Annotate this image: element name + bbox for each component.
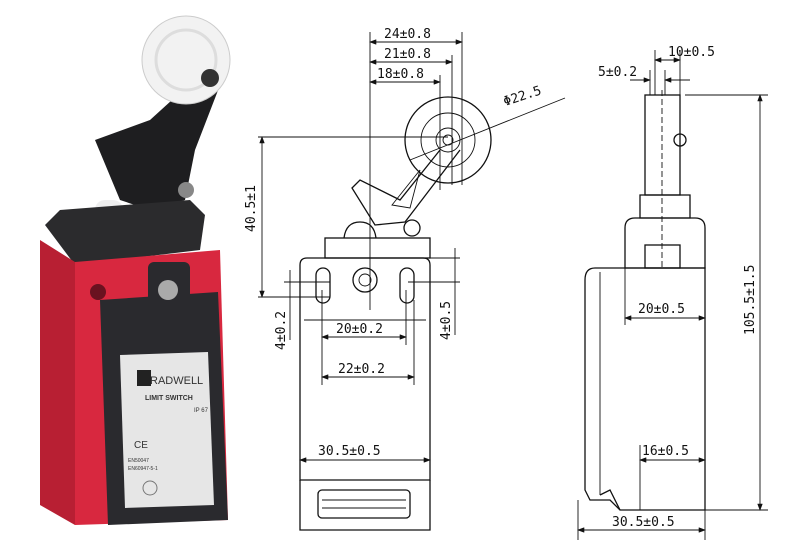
dim-24-label: 24±0.8 xyxy=(384,27,431,42)
dim-21-label: 21±0.8 xyxy=(384,47,431,62)
dim-height-label: 40.5±1 xyxy=(244,185,259,232)
brand-text: RADWELL xyxy=(150,375,203,387)
lever-outline xyxy=(351,149,461,226)
dim-18-label: 18±0.8 xyxy=(377,67,424,82)
front-view-drawing: 24±0.8 21±0.8 18±0.8 Φ22.5 40.5±1 4±0.2 … xyxy=(244,27,566,531)
lever-side xyxy=(644,94,681,196)
dim-holes-20-label: 20±0.2 xyxy=(336,322,383,337)
dim-width-label: 30.5±0.5 xyxy=(318,444,381,459)
head-cap xyxy=(45,200,205,265)
dim-10-label: 10±0.5 xyxy=(668,45,715,60)
dim-slot-left-label: 4±0.2 xyxy=(274,311,289,350)
product-text: LIMIT SWITCH xyxy=(145,395,193,402)
roller-diameter-label: Φ22.5 xyxy=(502,83,544,109)
dim-16-label: 16±0.5 xyxy=(642,444,689,459)
roller-axle xyxy=(201,69,219,87)
dim-total-height-label: 105.5±1.5 xyxy=(743,265,758,335)
ce-mark: CE xyxy=(134,440,148,451)
rating-text: IP 67 xyxy=(194,408,209,414)
standard-2: EN60947-5-1 xyxy=(128,466,158,472)
product-photo: RADWELL LIMIT SWITCH IP 67 CE EN50047 EN… xyxy=(40,15,231,525)
side-view-drawing: 5±0.2 10±0.5 105.5±1.5 20±0.5 16±0.5 30.… xyxy=(577,45,768,540)
standard-1: EN50047 xyxy=(128,458,149,464)
dim-slot-right-label: 4±0.5 xyxy=(439,301,454,340)
body-side xyxy=(584,267,706,511)
dim-holes-22-label: 22±0.2 xyxy=(338,362,385,377)
side-dim-width-label: 30.5±0.5 xyxy=(612,515,675,530)
roller-outline xyxy=(404,96,492,184)
product-label xyxy=(120,352,214,508)
dim-5-label: 5±0.2 xyxy=(598,65,637,80)
lever-arm xyxy=(95,70,222,210)
dim-20-label: 20±0.5 xyxy=(638,302,685,317)
screw xyxy=(158,280,178,300)
